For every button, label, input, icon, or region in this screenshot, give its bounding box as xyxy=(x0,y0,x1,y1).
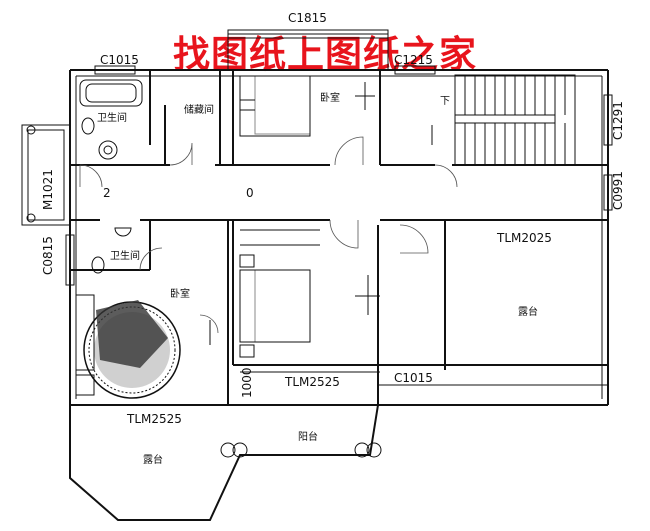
room-label-bedroom-top: 卧室 xyxy=(320,91,340,104)
door-label-tlm2525-mid: TLM2525 xyxy=(284,375,340,389)
room-label-terrace-left: 露台 xyxy=(143,453,163,466)
corridor-number-2: 2 xyxy=(103,186,111,200)
light-symbols xyxy=(209,82,380,345)
stair-down-label: 下 xyxy=(440,96,450,107)
room-label-bathroom-top: 卫生间 xyxy=(97,111,127,124)
window-label-c1015-top: C1015 xyxy=(100,53,139,67)
window-label-c1815: C1815 xyxy=(288,11,327,25)
round-rug xyxy=(75,294,181,399)
window-label-c1215: C1215 xyxy=(394,53,433,67)
window-label-c1291: C1291 xyxy=(611,101,625,140)
corridor-walls xyxy=(70,164,608,221)
beds xyxy=(239,75,320,358)
interior-walls xyxy=(70,70,608,405)
door-label-tlm2525-bottom: TLM2525 xyxy=(126,412,182,426)
staircase xyxy=(431,74,576,166)
bathroom-fixtures xyxy=(79,79,143,274)
room-label-bedroom-left: 卧室 xyxy=(170,287,190,300)
corridor-number-0: 0 xyxy=(246,186,254,200)
window-label-c0991: C0991 xyxy=(611,171,625,210)
balcony-outline xyxy=(69,385,609,521)
dimension-1000: 1000 xyxy=(240,367,254,398)
windows xyxy=(21,29,613,286)
watermark-title: 找图纸上图纸之家 xyxy=(173,32,477,76)
window-label-c0815: C0815 xyxy=(41,236,55,275)
door-swings xyxy=(79,136,458,334)
door-label-m1021: M1021 xyxy=(41,169,55,210)
room-label-terrace-right: 露台 xyxy=(518,305,538,318)
room-label-storage: 储藏间 xyxy=(184,103,214,116)
room-label-bathroom-bottom: 卫生间 xyxy=(110,249,140,262)
door-label-tlm2025: TLM2025 xyxy=(496,231,552,245)
window-label-c1015-mid: C1015 xyxy=(394,371,433,385)
room-label-balcony: 阳台 xyxy=(298,430,318,443)
